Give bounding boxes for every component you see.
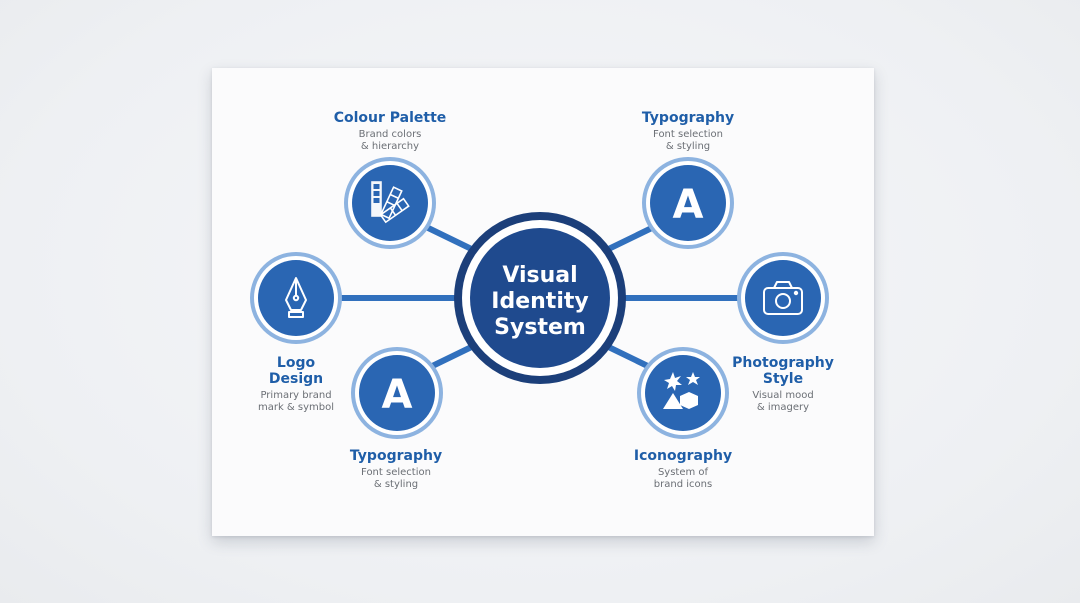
node-title: Typography <box>349 448 443 464</box>
shapes-icon <box>663 372 700 409</box>
node-title: Typography <box>641 110 735 126</box>
center-title-line3: System <box>494 315 586 340</box>
letter-a-icon: A <box>673 182 704 228</box>
palette-swatch-icon <box>371 181 410 224</box>
node-desc-line2: & styling <box>665 141 711 152</box>
letter-a-icon: A <box>382 372 413 418</box>
node-desc-line2: & imagery <box>756 402 810 413</box>
label-colour-palette: Colour Palette Brand colors & hierarchy <box>310 110 470 153</box>
node-photography <box>737 252 829 344</box>
node-iconography <box>637 347 729 439</box>
node-desc-line2: & styling <box>373 479 419 490</box>
node-desc-line2: mark & symbol <box>257 402 335 413</box>
camera-icon <box>763 281 803 315</box>
node-typography-top: A <box>642 157 734 249</box>
node-title-line1: Photography <box>732 355 834 371</box>
node-desc-line1: Primary brand <box>260 390 332 401</box>
node-logo-design <box>250 252 342 344</box>
center-title-line2: Identity <box>491 289 588 314</box>
node-colour-palette <box>344 157 436 249</box>
node-desc-line1: Visual mood <box>752 390 814 401</box>
node-desc-line2: brand icons <box>653 479 713 490</box>
label-typography-bottom: Typography Font selection & styling <box>316 448 476 491</box>
node-title-line1: Logo <box>276 355 316 371</box>
label-logo-design: Logo Design Primary brand mark & symbol <box>216 355 376 414</box>
label-photography: Photography Style Visual mood & imagery <box>703 355 863 414</box>
label-typography-top: Typography Font selection & styling <box>608 110 768 153</box>
label-iconography: Iconography System of brand icons <box>603 448 763 491</box>
node-title-line2: Design <box>268 371 324 387</box>
node-title: Colour Palette <box>333 110 447 126</box>
node-title: Iconography <box>633 448 733 464</box>
node-desc-line1: Font selection <box>361 467 431 478</box>
node-typography-bottom: A <box>351 347 443 439</box>
node-desc-line1: System of <box>657 467 709 478</box>
node-desc-line2: & hierarchy <box>360 141 420 152</box>
center-hub: Visual Identity System <box>454 212 626 384</box>
node-title-line2: Style <box>762 371 804 387</box>
pen-nib-icon <box>285 277 307 318</box>
node-desc-line1: Brand colors <box>358 129 422 140</box>
center-title-line1: Visual <box>502 263 577 288</box>
node-desc-line1: Font selection <box>653 129 723 140</box>
